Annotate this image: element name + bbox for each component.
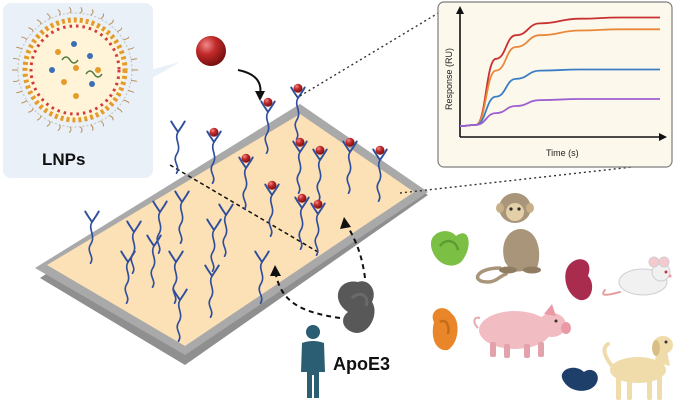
apoe3-protein-icon: [337, 281, 375, 333]
apoe-protein-orange: [432, 308, 458, 351]
apoe3-label: ApoE3: [333, 354, 390, 374]
sensorgram-chart: Time (s) Response (RU): [437, 1, 673, 168]
human-icon: [301, 325, 325, 398]
lnp-cross-section-icon: [12, 6, 138, 134]
apoe-protein-magenta: [565, 259, 593, 301]
binding-arrowhead: [255, 91, 265, 101]
apoe-protein-green: [430, 231, 469, 266]
dog-icon: [602, 336, 673, 400]
antibody-icon: [170, 120, 186, 175]
monkey-icon: [475, 193, 541, 284]
y-axis-label: Response (RU): [444, 48, 454, 110]
apoe-protein-navy: [561, 367, 598, 391]
callout-line-top: [299, 11, 441, 97]
x-axis-label: Time (s): [546, 148, 579, 158]
mouse-icon: [602, 256, 672, 296]
pig-icon: [473, 304, 571, 358]
lnp-inset: LNPs: [3, 3, 180, 178]
apoe3-arrow-left: [274, 269, 341, 319]
lnps-label: LNPs: [42, 150, 85, 169]
series-line-4: [459, 98, 660, 127]
sensor-chip: [35, 84, 428, 365]
lnp-particle-icon: [196, 36, 226, 66]
